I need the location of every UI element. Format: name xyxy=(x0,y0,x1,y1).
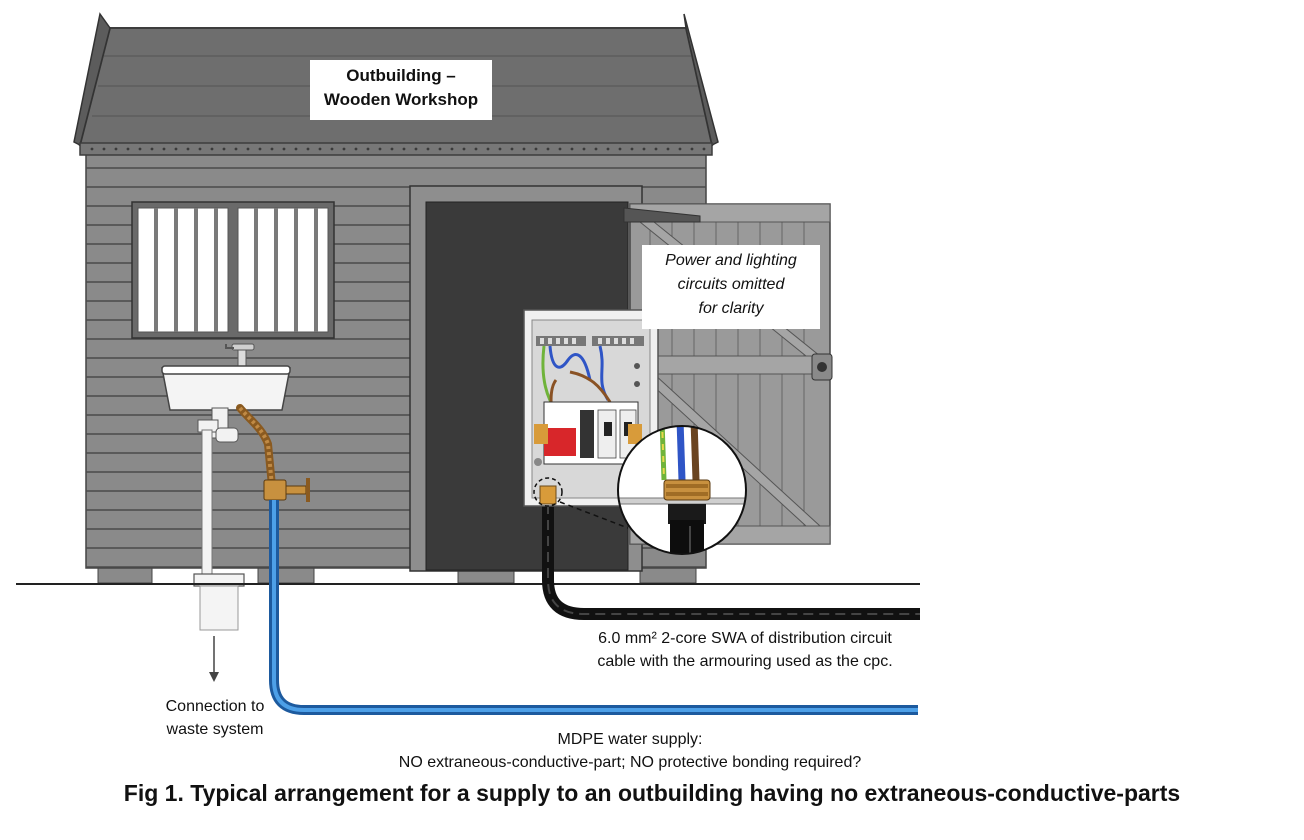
roof-nail-dot xyxy=(162,147,166,151)
roof-nail-dot xyxy=(354,147,358,151)
roof-nail-dot xyxy=(666,147,670,151)
building-title-box: Outbuilding – Wooden Workshop xyxy=(310,60,492,120)
water-supply-label: MDPE water supply: NO extraneous-conduct… xyxy=(330,728,930,774)
cable-label: 6.0 mm² 2-core SWA of distribution circu… xyxy=(560,627,930,673)
waste-label-line2: waste system xyxy=(166,721,264,738)
roof-nail-dot xyxy=(522,147,526,151)
roof-nail-dot xyxy=(390,147,394,151)
roof-nail-dot xyxy=(150,147,154,151)
roof-nail-dot xyxy=(654,147,658,151)
zoom-leader-line xyxy=(559,501,629,529)
roof-nail-dot xyxy=(102,147,106,151)
roof-nail-dot xyxy=(114,147,118,151)
roof-nail-dot xyxy=(90,147,94,151)
roof-nail-dot xyxy=(258,147,262,151)
roof-nail-dot xyxy=(138,147,142,151)
roof-nail-dot xyxy=(330,147,334,151)
cable-gland-icon xyxy=(617,425,747,555)
roof-nail-dot xyxy=(246,147,250,151)
note-line2: circuits omitted xyxy=(677,276,785,293)
roof-nail-dot xyxy=(270,147,274,151)
roof-nail-dot xyxy=(558,147,562,151)
figure-caption: Fig 1. Typical arrangement for a supply … xyxy=(123,780,1181,806)
water-label-line2: NO extraneous-conductive-part; NO protec… xyxy=(398,754,862,771)
roof-nail-dot xyxy=(642,147,646,151)
water-label-line1: MDPE water supply: xyxy=(557,731,703,748)
roof-nail-dot xyxy=(630,147,634,151)
roof-nail-dot xyxy=(366,147,370,151)
roof-nail-dot xyxy=(402,147,406,151)
swa-cable xyxy=(542,504,920,620)
building-title-line1: Outbuilding – xyxy=(346,66,456,85)
roof-nail-dot xyxy=(318,147,322,151)
roof-nail-dot xyxy=(174,147,178,151)
note-line1: Power and lighting xyxy=(665,252,797,269)
copper-pipe xyxy=(236,404,276,490)
consumer-unit-icon xyxy=(523,309,659,507)
roof-nail-dot xyxy=(474,147,478,151)
waste-label: Connection to waste system xyxy=(140,695,290,741)
roof-nail-dot xyxy=(210,147,214,151)
roof-nail-dot xyxy=(582,147,586,151)
roof-nail-dot xyxy=(498,147,502,151)
omitted-circuits-note: Power and lighting circuits omitted for … xyxy=(642,245,820,329)
note-line3: for clarity xyxy=(698,300,764,317)
cable-label-line2: cable with the armouring used as the cpc… xyxy=(597,653,893,670)
roof-nail-dot xyxy=(234,147,238,151)
roof-nail-dot xyxy=(606,147,610,151)
roof-nail-dot xyxy=(294,147,298,151)
roof-nail-dot xyxy=(570,147,574,151)
roof-nail-dot xyxy=(186,147,190,151)
building-title-line2: Wooden Workshop xyxy=(323,90,479,109)
roof-nail-dot xyxy=(438,147,442,151)
roof-nail-dot xyxy=(282,147,286,151)
roof-nail-dot xyxy=(198,147,202,151)
roof-nail-dot xyxy=(222,147,226,151)
roof-nail-dot xyxy=(618,147,622,151)
cable-label-line1: 6.0 mm² 2-core SWA of distribution circu… xyxy=(598,630,892,647)
roof-nail-dot xyxy=(534,147,538,151)
roof-nail-dot xyxy=(486,147,490,151)
roof-nail-dot xyxy=(378,147,382,151)
waste-label-line1: Connection to xyxy=(165,698,265,715)
roof-nail-dot xyxy=(690,147,694,151)
window xyxy=(131,201,335,339)
roof-nail-dot xyxy=(594,147,598,151)
roof-nail-dot xyxy=(450,147,454,151)
stop-valve-icon xyxy=(263,478,310,502)
arrow-down-icon xyxy=(209,672,219,682)
roof-nail-dot xyxy=(678,147,682,151)
waste-pipe xyxy=(193,407,245,682)
roof-nail-dot xyxy=(546,147,550,151)
roof-nail-dot xyxy=(342,147,346,151)
roof-nail-dot xyxy=(462,147,466,151)
roof-nail-dot xyxy=(510,147,514,151)
sink-icon xyxy=(161,343,291,411)
roof-nail-dot xyxy=(702,147,706,151)
tap-icon xyxy=(225,344,234,349)
roof-nail-dot xyxy=(126,147,130,151)
water-pipe xyxy=(269,500,918,715)
roof-nail-dot xyxy=(414,147,418,151)
roof-nail-dot xyxy=(426,147,430,151)
roof-nail-dot xyxy=(306,147,310,151)
